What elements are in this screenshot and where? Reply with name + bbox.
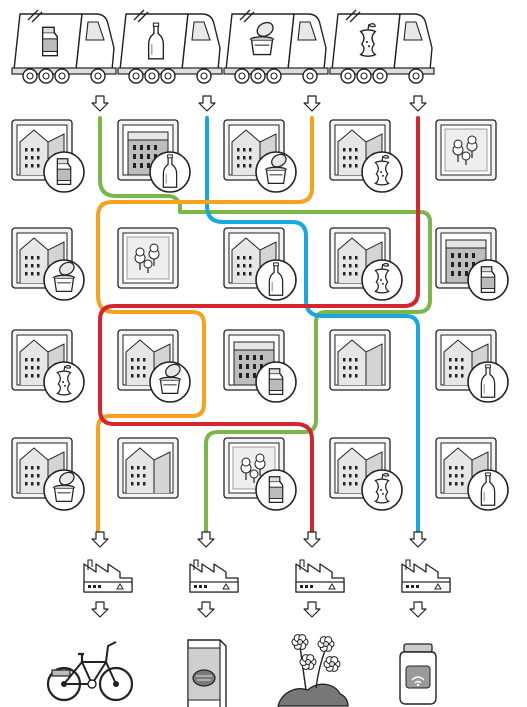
factory-food-waste: [84, 560, 132, 592]
down-arrow-icon: [410, 96, 426, 111]
glass-bottle-icon: [468, 470, 508, 510]
city-tile-building: [12, 120, 84, 192]
milk-carton-icon: [44, 152, 84, 192]
city-tile-building: [330, 228, 402, 300]
cereal-box-icon: [188, 640, 226, 707]
wheel-icon: [55, 69, 69, 83]
compost-bin-icon: [150, 362, 190, 402]
down-arrow-icon: [198, 532, 214, 547]
glass-bottle-icon: [256, 260, 296, 300]
city-tile-park: [224, 438, 296, 510]
factory-carton: [190, 560, 238, 592]
wheel-icon: [303, 69, 317, 83]
milk-carton-icon: [468, 260, 508, 300]
flowering-plant-icon: [278, 635, 348, 706]
wheel-icon: [341, 69, 355, 83]
apple-core-icon: [44, 362, 84, 402]
apple-core-icon: [362, 260, 402, 300]
truck-glass: [118, 10, 222, 83]
compost-bin-icon: [44, 260, 84, 300]
city-tile-building: [12, 228, 84, 300]
flower-icon: [324, 657, 340, 672]
city-tile-park: [436, 120, 496, 180]
city-tile-building: [436, 438, 508, 510]
city-tile-building-dark: [118, 120, 190, 192]
flower-icon: [292, 635, 308, 650]
wheel-icon: [161, 69, 175, 83]
city-tile-building: [12, 438, 84, 510]
factory-organic: [296, 560, 344, 592]
wheel-icon: [91, 69, 105, 83]
wheel-icon: [409, 69, 423, 83]
truck-organic: [330, 10, 434, 83]
down-arrow-icon: [410, 532, 426, 547]
bicycle-icon: [48, 642, 132, 700]
wheel-icon: [129, 69, 143, 83]
glass-bottle-icon: [468, 362, 508, 402]
city-tile-building: [118, 330, 190, 402]
city-tile-building: [118, 438, 178, 498]
flower-icon: [300, 655, 316, 670]
city-tile-building-dark: [224, 330, 296, 402]
city-tile-building: [224, 120, 296, 192]
down-arrow-icon: [304, 602, 320, 617]
city-tile-building: [330, 120, 402, 192]
apple-core-icon: [362, 470, 402, 510]
glass-bottle-icon: [150, 152, 190, 192]
truck-carton: [12, 10, 116, 83]
down-arrow-icon: [92, 602, 108, 617]
compost-bin-icon: [44, 470, 84, 510]
milk-carton-icon: [256, 362, 296, 402]
wheel-icon: [235, 69, 249, 83]
truck-food-waste: [224, 10, 328, 83]
wheel-icon: [267, 69, 281, 83]
city-tile-building: [330, 438, 402, 510]
city-tile-building: [330, 330, 390, 390]
city-tile-park: [118, 228, 178, 288]
city-tile-building: [12, 330, 84, 402]
wheel-icon: [251, 69, 265, 83]
apple-core-icon: [362, 152, 402, 192]
down-arrow-icon: [199, 96, 215, 111]
wheel-icon: [23, 69, 37, 83]
down-arrow-icon: [304, 532, 320, 547]
milk-carton-icon: [256, 470, 296, 510]
wheel-icon: [145, 69, 159, 83]
city-tile-building: [224, 228, 296, 300]
factory-glass: [402, 560, 450, 592]
wheel-icon: [357, 69, 371, 83]
city-tile-building: [436, 330, 508, 402]
compost-bin-icon: [256, 152, 296, 192]
down-arrow-icon: [410, 602, 426, 617]
city-tile-building-dark: [436, 228, 508, 300]
wheel-icon: [197, 69, 211, 83]
wheel-icon: [373, 69, 387, 83]
down-arrow-icon: [198, 602, 214, 617]
wheel-icon: [39, 69, 53, 83]
down-arrow-icon: [92, 532, 108, 547]
down-arrow-icon: [92, 96, 108, 111]
flower-icon: [318, 637, 334, 652]
glass-jar-icon: [400, 644, 436, 704]
down-arrow-icon: [304, 96, 320, 111]
